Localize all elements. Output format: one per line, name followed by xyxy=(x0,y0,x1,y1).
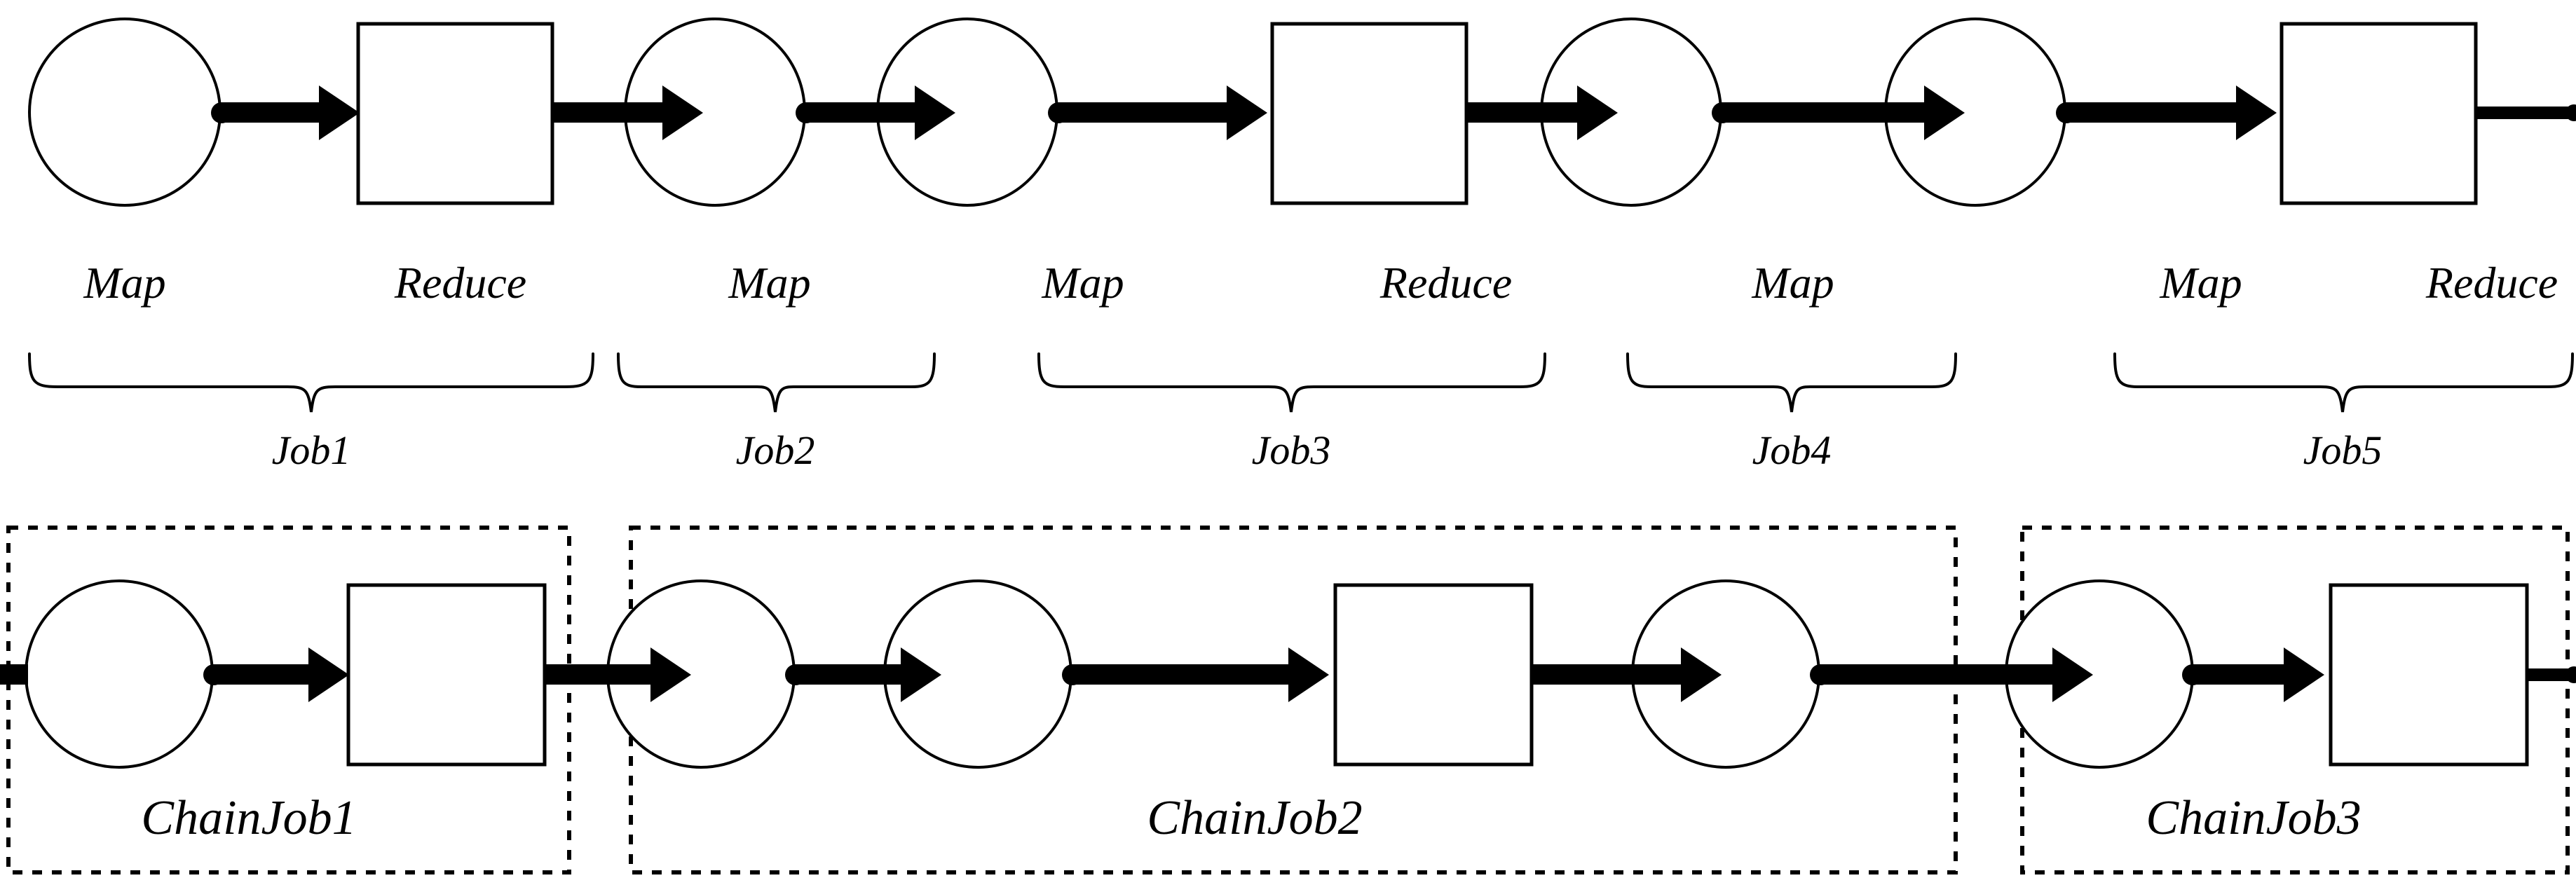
node-circle-chain-1[interactable] xyxy=(25,579,214,769)
brace-job-2 xyxy=(617,352,936,413)
arrow-tail-dot-b2 xyxy=(785,664,806,685)
brace-job-5 xyxy=(2113,352,2574,413)
bottom-row-nodes xyxy=(25,579,2529,769)
arrow-tail-dot-6 xyxy=(2565,104,2576,121)
arrow-icon-t2 xyxy=(552,85,703,140)
node-rect-reduce-3[interactable] xyxy=(2279,22,2478,205)
arrow-tail-dot-5 xyxy=(2056,102,2077,123)
arrow-icon-t1 xyxy=(220,85,360,140)
top-row-phase-labels: Map Reduce Map Map Reduce Map Map Reduce xyxy=(83,258,2558,308)
bottom-row-chain-labels: ChainJob1 ChainJob2 ChainJob3 xyxy=(141,791,2361,845)
job-label-1: Job1 xyxy=(272,427,351,473)
phase-label-reduce-3: Reduce xyxy=(2425,258,2558,308)
phase-label-map-5: Map xyxy=(2159,258,2242,308)
job-label-5: Job5 xyxy=(2303,427,2383,473)
arrow-tail-dot-2 xyxy=(796,102,817,123)
top-row-braces xyxy=(28,352,2574,413)
node-rect-chain-1[interactable] xyxy=(346,583,547,767)
arrow-icon-b3 xyxy=(794,647,941,702)
group-box-chainjob-1[interactable] xyxy=(6,526,571,874)
brace-job-1 xyxy=(28,352,594,413)
arrow-icon-t7 xyxy=(2065,85,2277,140)
brace-job-4 xyxy=(1626,352,1957,413)
arrow-icon-t3 xyxy=(805,85,955,140)
arrow-icon-t6 xyxy=(1721,85,1965,140)
top-row-arrows xyxy=(211,85,2576,140)
node-rect-chain-3[interactable] xyxy=(2329,583,2529,767)
arrow-icon-b6 xyxy=(1819,647,2093,702)
job-label-4: Job4 xyxy=(1752,427,1832,473)
arrow-tail-dot-b0 xyxy=(0,666,15,683)
arrow-icon-b8-stub xyxy=(2527,668,2574,681)
phase-label-map-2: Map xyxy=(728,258,810,308)
group-box-chainjob-3[interactable] xyxy=(2020,526,2570,874)
phase-label-map-4: Map xyxy=(1751,258,1834,308)
node-rect-reduce-1[interactable] xyxy=(356,22,554,205)
arrow-tail-dot-b5 xyxy=(2182,664,2203,685)
job-label-3: Job3 xyxy=(1252,427,1331,473)
brace-job-3 xyxy=(1037,352,1546,413)
arrow-tail-dot-3 xyxy=(1048,102,1069,123)
arrow-icon-b7 xyxy=(2193,647,2324,702)
arrow-tail-dot-b4 xyxy=(1810,664,1831,685)
arrow-icon-b2 xyxy=(545,647,691,702)
chain-label-1: ChainJob1 xyxy=(141,791,356,845)
arrow-tail-dot-b1 xyxy=(203,664,224,685)
arrow-icon-b5 xyxy=(1532,647,1722,702)
arrow-tail-dot-b3 xyxy=(1062,664,1083,685)
arrow-icon-b1 xyxy=(212,647,349,702)
top-row-job-labels: Job1 Job2 Job3 Job4 Job5 xyxy=(272,427,2383,473)
chain-label-2: ChainJob2 xyxy=(1147,791,1362,845)
node-rect-reduce-2[interactable] xyxy=(1270,22,1468,205)
node-circle-map-1[interactable] xyxy=(28,18,222,207)
job-label-2: Job2 xyxy=(736,427,815,473)
arrow-tail-dot-1 xyxy=(211,102,232,123)
arrow-icon-b4 xyxy=(1071,647,1329,702)
arrow-icon-t8-stub xyxy=(2476,107,2574,119)
arrow-icon-t4 xyxy=(1057,85,1267,140)
arrow-tail-dot-4 xyxy=(1712,102,1733,123)
chain-label-3: ChainJob3 xyxy=(2146,791,2361,845)
phase-label-reduce-2: Reduce xyxy=(1379,258,1512,308)
node-rect-chain-2[interactable] xyxy=(1333,583,1534,767)
phase-label-map-1: Map xyxy=(83,258,165,308)
phase-label-reduce-1: Reduce xyxy=(394,258,526,308)
arrow-icon-t5 xyxy=(1466,85,1618,140)
arrow-tail-dot-b6 xyxy=(2565,666,2576,683)
phase-label-map-3: Map xyxy=(1041,258,1124,308)
bottom-row-arrows xyxy=(0,647,2576,702)
